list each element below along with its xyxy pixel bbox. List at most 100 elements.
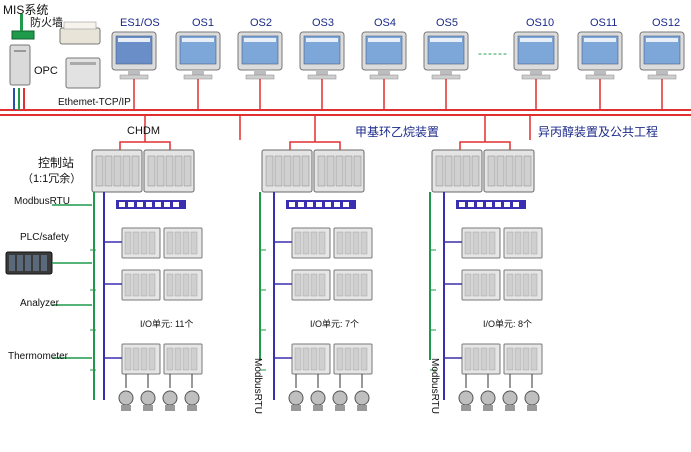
io-module <box>336 231 344 255</box>
analyzer-label: Analyzer <box>20 298 59 309</box>
profibus-letter-block <box>459 202 465 207</box>
printer-icon <box>59 27 101 45</box>
field-device-icon <box>502 390 518 406</box>
controller-label: 控制站 <box>38 156 75 170</box>
io-module <box>480 273 488 297</box>
controller-module <box>317 155 326 187</box>
io-module <box>310 347 318 371</box>
controller-module <box>326 155 335 187</box>
field-device-icon <box>184 390 200 406</box>
firewall-label: 防火墙 <box>30 17 63 29</box>
profibus-letter-block <box>486 202 492 207</box>
monitor-neck <box>128 70 140 75</box>
io-module <box>318 273 326 297</box>
controller-module <box>335 155 344 187</box>
monitor-window-bar <box>646 38 678 42</box>
modbus-label: ModbusRTU <box>14 196 70 207</box>
profibus-letter-block <box>334 202 340 207</box>
io-module <box>190 273 198 297</box>
plc-module <box>9 255 15 271</box>
io-module <box>310 273 318 297</box>
profibus-letter-block <box>504 202 510 207</box>
io-module <box>148 273 156 297</box>
controller-module <box>471 155 480 187</box>
control-station-2 <box>261 141 373 411</box>
field-device-icon <box>118 390 134 406</box>
profibus-letter-block <box>316 202 322 207</box>
workstation-label-os4: OS4 <box>374 17 397 29</box>
workstation-label-os12: OS12 <box>652 17 681 29</box>
workstation-monitor-2 <box>175 31 221 80</box>
field-device-base <box>291 405 301 411</box>
io-module <box>472 347 480 371</box>
io-module <box>302 231 310 255</box>
io-module <box>514 273 522 297</box>
io-module <box>124 273 132 297</box>
field-device-base <box>335 405 345 411</box>
io-module <box>344 273 352 297</box>
field-device-base <box>505 405 515 411</box>
io-module <box>182 231 190 255</box>
monitor-base <box>585 74 615 80</box>
controller-module <box>292 155 301 187</box>
field-device-base <box>461 405 471 411</box>
monitor-base <box>245 74 275 80</box>
controller-uplink <box>119 141 171 150</box>
control-station-1 <box>91 141 203 411</box>
io-module <box>302 347 310 371</box>
io-module <box>506 347 514 371</box>
monitor-window-bar <box>306 38 338 42</box>
io-module <box>488 347 496 371</box>
opc-label: OPC <box>34 65 58 77</box>
workstation-monitor-5 <box>361 31 407 80</box>
io-module <box>522 231 530 255</box>
workstation-ellipsis: ------ <box>478 46 508 60</box>
controller-module <box>344 155 353 187</box>
workstation-monitor-6 <box>423 31 469 80</box>
profibus-letter-block <box>495 202 501 207</box>
vertical-modbus-label-2: ModbusRTU <box>429 358 440 414</box>
io-module <box>464 347 472 371</box>
monitor-window-bar <box>368 38 400 42</box>
io-module <box>148 347 156 371</box>
monitor-window-bar <box>584 38 616 42</box>
profibus-letter-block <box>343 202 349 207</box>
controller-module <box>462 155 471 187</box>
section-label-chdm: CHDM <box>127 125 160 137</box>
section-label-isopropanol: 异丙醇装置及公共工程 <box>538 125 659 139</box>
io-module <box>132 231 140 255</box>
io-module <box>294 231 302 255</box>
controller-module <box>156 155 165 187</box>
workstation-label-os1: OS1 <box>192 17 215 29</box>
io-module <box>294 273 302 297</box>
io-module <box>352 231 360 255</box>
workstation-monitor-8 <box>577 31 623 80</box>
io-module <box>506 231 514 255</box>
profibus-letter-block <box>164 202 170 207</box>
workstation-monitor-4 <box>299 31 345 80</box>
field-device-icon <box>332 390 348 406</box>
monitor-neck <box>316 70 328 75</box>
profibus-letter-block <box>298 202 304 207</box>
plc-safety-label: PLC/safety <box>20 232 69 243</box>
io-unit-label-section3: I/O单元: 8个 <box>483 319 533 329</box>
io-module <box>480 347 488 371</box>
network-label: Ethemet-TCP/IP <box>58 97 131 108</box>
controller-module <box>453 155 462 187</box>
controller-module <box>301 155 310 187</box>
profibus-letter-block <box>119 202 125 207</box>
redundancy-label: （1:1冗余） <box>22 173 82 185</box>
monitor-window-bar <box>430 38 462 42</box>
controller-uplink <box>459 141 511 150</box>
io-module <box>336 347 344 371</box>
controller-module <box>444 155 453 187</box>
io-module <box>522 347 530 371</box>
monitor-neck <box>656 70 668 75</box>
monitor-neck <box>440 70 452 75</box>
controller-module <box>353 155 362 187</box>
workstation-monitor-7 <box>513 31 559 80</box>
io-module <box>310 231 318 255</box>
io-module <box>360 347 368 371</box>
profibus-letter-block <box>128 202 134 207</box>
io-module <box>530 347 538 371</box>
